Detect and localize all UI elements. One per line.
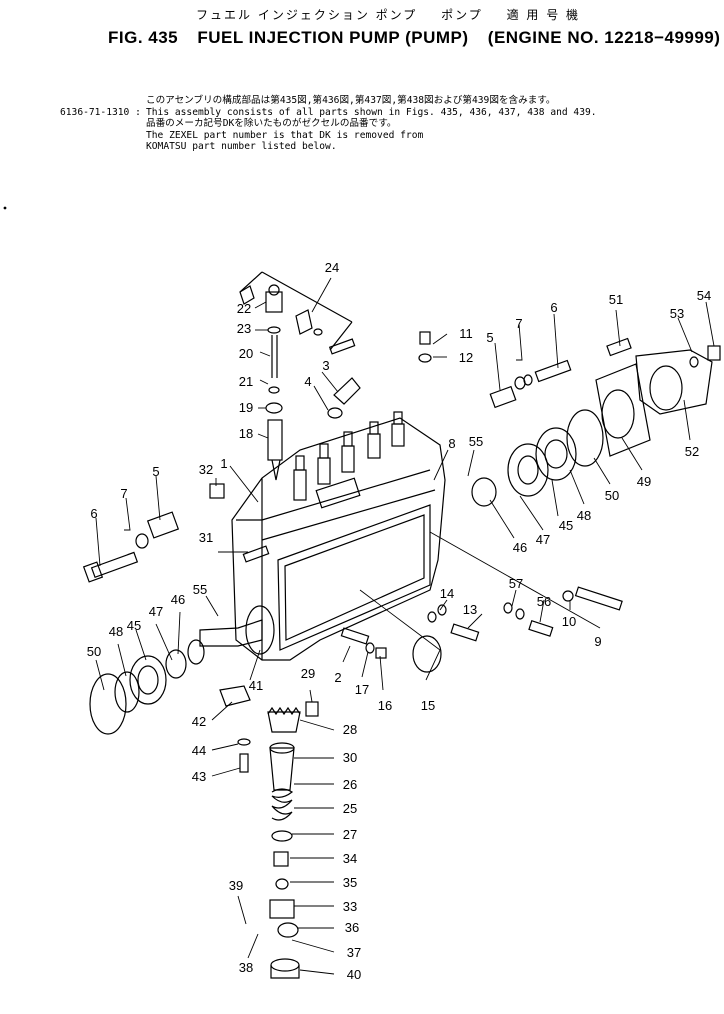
callout: 6 <box>90 506 97 521</box>
callout: 25 <box>343 801 357 816</box>
callout: 27 <box>343 827 357 842</box>
assembly-notes: このアセンブリの構成部品は第435図,第436図,第437図,第438図および第… <box>60 95 597 153</box>
callout: 42 <box>192 714 206 729</box>
callout: 22 <box>237 301 251 316</box>
japanese-title: フュエル インジェクション ポンプ ポンプ 適 用 号 機 <box>196 6 598 23</box>
callout: 47 <box>149 604 163 619</box>
callout: 44 <box>192 743 206 758</box>
callout: 32 <box>199 462 213 477</box>
callout: 5 <box>486 330 493 345</box>
callout: 23 <box>237 321 251 336</box>
figure-name: FUEL INJECTION PUMP (PUMP) <box>197 28 469 47</box>
note-line: このアセンブリの構成部品は第435図,第436図,第437図,第438図および第… <box>146 95 556 106</box>
callout: 11 <box>459 326 473 341</box>
note-line: This assembly consists of all parts show… <box>146 106 597 118</box>
callout: 48 <box>109 624 123 639</box>
callout: 17 <box>355 682 369 697</box>
callout: 46 <box>171 592 185 607</box>
callout: 34 <box>343 851 357 866</box>
callout: 31 <box>199 530 213 545</box>
callout: 6 <box>550 300 557 315</box>
leader-lines <box>95 277 715 975</box>
callout: 50 <box>87 644 101 659</box>
callout: 53 <box>670 306 684 321</box>
callout: 19 <box>239 400 253 415</box>
callout: 21 <box>239 374 253 389</box>
callout: 10 <box>562 614 576 629</box>
japanese-title-part: ポンプ <box>441 8 483 22</box>
callout: 20 <box>239 346 253 361</box>
engine-range: (ENGINE NO. 12218−49999) <box>487 28 721 47</box>
callout: 12 <box>459 350 473 365</box>
japanese-title-part: 適 用 号 機 <box>506 8 581 22</box>
callout: 26 <box>343 777 357 792</box>
camshaft <box>199 619 263 647</box>
callout: 55 <box>193 582 207 597</box>
callout: 46 <box>513 540 527 555</box>
callout: 2 <box>334 670 341 685</box>
flange <box>635 349 713 415</box>
callout: 28 <box>343 722 357 737</box>
control-pinion <box>267 706 301 716</box>
callout: 9 <box>594 634 601 649</box>
callout: 7 <box>515 316 522 331</box>
note-line: 品番のメーカ記号DKを除いたものがゼクセルの品番です。 <box>146 118 397 129</box>
stray-dot <box>3 206 7 210</box>
callout: 48 <box>577 508 591 523</box>
callout: 36 <box>345 920 359 935</box>
callout: 47 <box>536 532 550 547</box>
callout: 33 <box>343 899 357 914</box>
callout: 57 <box>509 576 523 591</box>
note-line: The ZEXEL part number is that DK is remo… <box>146 129 424 141</box>
callout: 15 <box>421 698 435 713</box>
callout: 45 <box>559 518 573 533</box>
callout: 8 <box>448 436 455 451</box>
callout: 16 <box>378 698 392 713</box>
callout: 1 <box>220 456 227 471</box>
figure-number: FIG. 435 <box>108 28 179 47</box>
callout: 18 <box>239 426 253 441</box>
bearing-housing <box>595 363 651 457</box>
tappet <box>269 747 295 791</box>
callout: 35 <box>343 875 357 890</box>
callout: 13 <box>463 602 477 617</box>
callout: 55 <box>469 434 483 449</box>
callout: 5 <box>152 464 159 479</box>
callout: 49 <box>637 474 651 489</box>
housing-side-cover <box>277 504 431 651</box>
callout: 40 <box>347 967 361 982</box>
callout: 41 <box>249 678 263 693</box>
name-plate <box>315 477 361 509</box>
callout: 52 <box>685 444 699 459</box>
callout: 51 <box>609 292 623 307</box>
callout: 14 <box>440 586 454 601</box>
callout: 29 <box>301 666 315 681</box>
callout: 3 <box>322 358 329 373</box>
drawing-parts <box>82 271 721 979</box>
callout: 4 <box>304 374 311 389</box>
note-line: KOMATSU part number listed below. <box>146 141 337 152</box>
callout: 50 <box>605 488 619 503</box>
callout: 38 <box>239 960 253 975</box>
delivery-valve-holders <box>293 411 405 501</box>
assembly-number: 6136-71-1310 : <box>60 106 141 118</box>
callout: 37 <box>347 945 361 960</box>
callout: 45 <box>127 618 141 633</box>
callout-labels: 1 2 3 4 5 5 6 6 7 7 8 9 10 11 12 13 14 1… <box>87 260 711 982</box>
callout: 54 <box>697 288 711 303</box>
callout: 7 <box>120 486 127 501</box>
callout: 56 <box>537 594 551 609</box>
callout: 24 <box>325 260 339 275</box>
japanese-title-part: フュエル インジェクション ポンプ <box>196 8 418 22</box>
plunger-spring <box>271 788 294 821</box>
callout: 43 <box>192 769 206 784</box>
callout: 39 <box>229 878 243 893</box>
callout: 30 <box>343 750 357 765</box>
figure-title: FIG. 435 FUEL INJECTION PUMP (PUMP) (ENG… <box>108 28 724 48</box>
